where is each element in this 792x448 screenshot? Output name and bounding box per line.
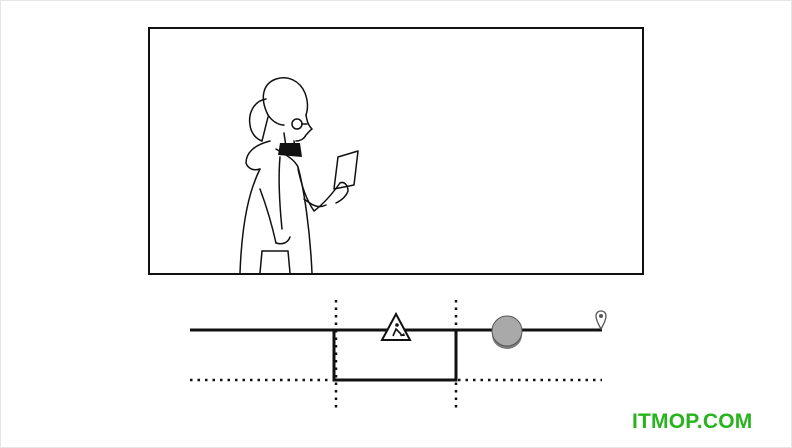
woman-reading-note-illustration [239, 77, 359, 273]
scene-panel [148, 27, 644, 275]
ball-icon[interactable] [491, 315, 523, 349]
construction-sign-icon [380, 311, 412, 341]
location-pin-icon [595, 310, 607, 331]
watermark-text: ITMOP.COM [632, 410, 753, 433]
